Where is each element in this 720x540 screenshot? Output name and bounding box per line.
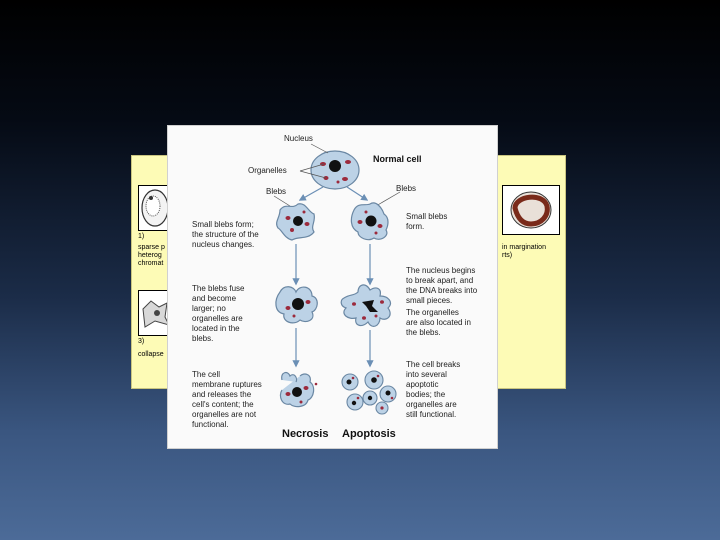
figure-label-1: 1) — [138, 233, 144, 241]
figure-caption-line: chromat — [138, 260, 163, 268]
step-text-line: and releases the — [192, 390, 251, 400]
necrosis-apoptosis-figure: Nucleus Organelles Normal cell Blebs Ble… — [168, 126, 497, 448]
step-text-line: the blebs. — [406, 328, 441, 338]
label-nucleus: Nucleus — [284, 134, 313, 144]
step-text-line: the structure of the — [192, 230, 259, 240]
step-text-line: Small blebs form; — [192, 220, 254, 230]
step-text-line: functional. — [192, 420, 228, 430]
normal-cell — [311, 151, 359, 189]
step-text-line: to break apart, and — [406, 276, 473, 286]
title-apoptosis: Apoptosis — [342, 430, 396, 440]
apoptosis-cell-fragmenting — [341, 285, 390, 326]
figure-caption-line: in margination — [502, 244, 546, 252]
necrosis-cell-fused-blebs — [276, 287, 317, 323]
step-text-line: located in the — [192, 324, 240, 334]
step-text-line: bodies; the — [406, 390, 445, 400]
step-text-line: The organelles — [406, 308, 459, 318]
step-text-line: The cell — [192, 370, 220, 380]
label-normal-cell: Normal cell — [373, 155, 422, 165]
step-text-line: cell's content; the — [192, 400, 254, 410]
step-text-line: and become — [192, 294, 236, 304]
label-blebs-right: Blebs — [396, 184, 416, 194]
figure-label-3: 3) — [138, 338, 144, 346]
step-text-line: organelles are — [192, 314, 243, 324]
necrosis-cell-ruptured — [280, 373, 317, 407]
label-organelles: Organelles — [248, 166, 287, 176]
apoptotic-bodies — [342, 371, 396, 414]
step-text-line: The cell breaks — [406, 360, 460, 370]
step-text-line: membrane ruptures — [192, 380, 262, 390]
step-text-line: still functional. — [406, 410, 456, 420]
step-text-line: The blebs fuse — [192, 284, 244, 294]
step-text-line: The nucleus begins — [406, 266, 475, 276]
step-text-line: the DNA breaks into — [406, 286, 477, 296]
title-necrosis: Necrosis — [282, 430, 328, 440]
step-text-line: Small blebs — [406, 212, 447, 222]
figure-thumbnail-1 — [138, 185, 172, 231]
figure-thumbnail-right — [502, 185, 560, 235]
step-text-line: nucleus changes. — [192, 240, 254, 250]
step-text-line: are also located in — [406, 318, 471, 328]
figure-caption-line: sparse p — [138, 244, 165, 252]
step-text-line: organelles are — [406, 400, 457, 410]
figure-thumbnail-3 — [138, 290, 172, 336]
step-text-line: apoptotic — [406, 380, 438, 390]
step-text-line: into several — [406, 370, 447, 380]
figure-caption-line: collapse — [138, 351, 164, 359]
step-text-line: form. — [406, 222, 424, 232]
necrosis-cell-small-blebs — [277, 204, 315, 240]
step-text-line: small pieces. — [406, 296, 452, 306]
step-text-line: organelles are not — [192, 410, 256, 420]
label-blebs-left: Blebs — [266, 187, 286, 197]
apoptosis-cell-small-blebs — [351, 203, 388, 240]
step-text-line: blebs. — [192, 334, 213, 344]
step-text-line: larger; no — [192, 304, 226, 314]
figure-caption-line: heterog — [138, 252, 162, 260]
figure-caption-line: rts) — [502, 252, 512, 260]
